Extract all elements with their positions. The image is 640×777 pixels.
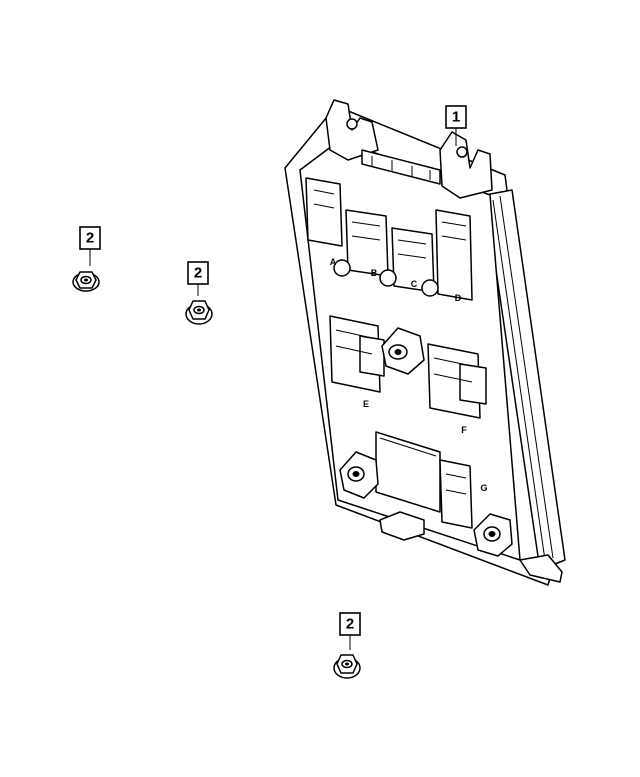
slot-letter-c: C <box>411 279 418 289</box>
callout-2-bottom-label: 2 <box>346 616 354 633</box>
slot-letter-b: B <box>371 268 378 278</box>
flange-nut-mid-left <box>185 300 213 325</box>
callout-2-mid-left-label: 2 <box>194 265 202 282</box>
junction-block-module: A B C D E F G <box>284 99 566 586</box>
callout-1: 1 <box>445 105 467 146</box>
slot-letter-a: A <box>330 257 337 267</box>
flange-nut-bottom <box>333 654 361 679</box>
slot-letter-e: E <box>363 399 369 409</box>
callout-2-upper-left-label: 2 <box>86 230 94 247</box>
callout-2-bottom: 2 <box>339 612 361 650</box>
slot-letter-d: D <box>455 293 462 303</box>
slot-letter-f: F <box>461 425 467 435</box>
callout-2-mid-left: 2 <box>187 261 209 296</box>
callout-2-upper-left: 2 <box>79 226 101 266</box>
slot-letter-g: G <box>480 483 487 493</box>
flange-nut-upper-left <box>72 271 100 292</box>
callout-1-label: 1 <box>452 109 460 126</box>
